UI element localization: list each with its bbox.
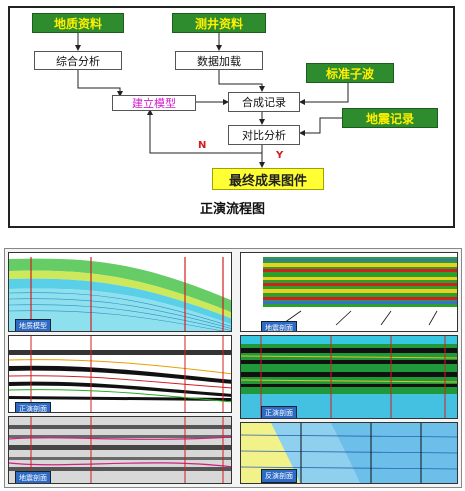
inversion-section-panel: 反演剖面 bbox=[240, 422, 458, 484]
logging-data-box: 测井资料 bbox=[172, 13, 266, 33]
comparison-analysis-label: 对比分析 bbox=[242, 129, 286, 142]
seismic-section-right-label: 地震剖面 bbox=[261, 321, 297, 331]
inversion-section-label: 反演剖面 bbox=[261, 469, 297, 483]
geology-data-label: 地质资料 bbox=[53, 16, 102, 31]
seismic-record-box: 地震记录 bbox=[342, 108, 438, 128]
logging-data-label: 测井资料 bbox=[194, 16, 243, 31]
branch-no-label: N bbox=[198, 140, 207, 151]
comprehensive-analysis-label: 综合分析 bbox=[56, 54, 100, 68]
comparison-analysis-box: 对比分析 bbox=[228, 125, 300, 145]
final-result-box: 最终成果图件 bbox=[212, 168, 324, 190]
forward-section-right-panel: 正演剖面 bbox=[240, 335, 458, 419]
forward-section-left-label: 正演剖面 bbox=[15, 402, 51, 412]
geology-model-panel: 地质模型 bbox=[8, 252, 232, 332]
geology-model-label: 地质模型 bbox=[15, 319, 51, 331]
geology-model-layers bbox=[9, 253, 231, 331]
synthetic-record-label: 合成记录 bbox=[242, 96, 286, 109]
build-model-label: 建立模型 bbox=[132, 97, 176, 110]
standard-wavelet-label: 标准子波 bbox=[325, 66, 374, 81]
flowchart-arrows bbox=[75, 33, 349, 168]
standard-wavelet-box: 标准子波 bbox=[306, 63, 394, 83]
data-loading-box: 数据加载 bbox=[175, 51, 263, 70]
forward-section-left-panel: 正演剖面 bbox=[8, 335, 232, 413]
branch-yes-label: Y bbox=[276, 150, 284, 161]
final-result-label: 最终成果图件 bbox=[228, 173, 307, 189]
geology-data-box: 地质资料 bbox=[32, 13, 124, 33]
build-model-box: 建立模型 bbox=[112, 95, 196, 111]
forward-section-left-traces bbox=[9, 336, 231, 412]
synthetic-record-box: 合成记录 bbox=[228, 92, 300, 112]
forward-section-right-label: 正演剖面 bbox=[261, 406, 297, 418]
data-loading-label: 数据加载 bbox=[197, 54, 241, 68]
seismic-section-left-panel: 地震剖面 bbox=[8, 416, 232, 484]
comprehensive-analysis-box: 综合分析 bbox=[34, 51, 122, 70]
seismic-section-right-traces bbox=[241, 253, 457, 331]
flowchart-caption: 正演流程图 bbox=[199, 202, 265, 217]
seismic-section-left-label: 地震剖面 bbox=[15, 471, 51, 483]
seismic-section-right-panel: 地震剖面 bbox=[240, 252, 458, 332]
seismic-record-label: 地震记录 bbox=[365, 111, 414, 126]
